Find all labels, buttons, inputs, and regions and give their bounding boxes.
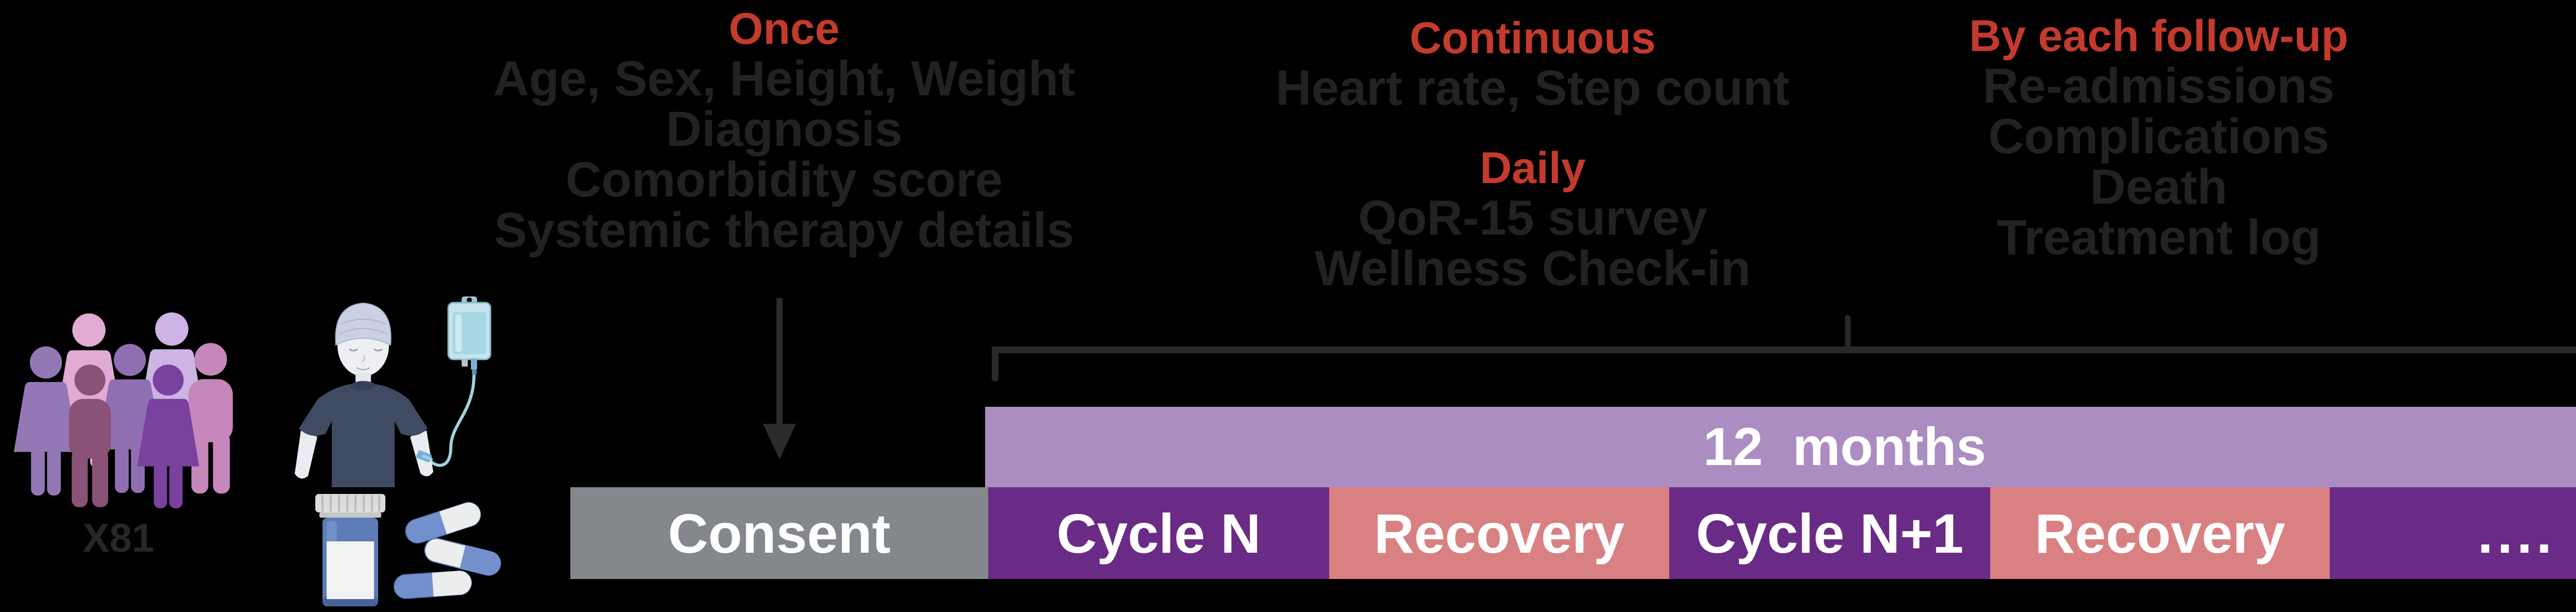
once-heading: Once	[728, 4, 840, 54]
consent-bar: Consent	[570, 487, 988, 579]
timeline-bracket-mid-tick	[1845, 315, 1851, 351]
once-line: Systemic therapy details	[494, 203, 1074, 258]
treatment-segments-row: Cycle N Recovery Cycle N+1 Recovery ....	[988, 487, 2576, 579]
segment-continuation: ....	[2330, 487, 2576, 579]
followup-annotation-block: By each follow-up Re-admissions Complica…	[1772, 11, 2545, 263]
continuous-daily-annotation-block: Continuous Heart rate, Step count Daily …	[1224, 13, 1842, 294]
consent-label: Consent	[668, 502, 891, 565]
cohort-size-label: X81	[82, 515, 155, 560]
capsules-icon	[394, 502, 501, 599]
followup-line: Death	[2090, 159, 2228, 214]
segment-recovery-2: Recovery	[1990, 487, 2330, 579]
followup-heading: By each follow-up	[1969, 11, 2348, 61]
daily-line: Wellness Check-in	[1314, 241, 1751, 296]
patient-group-icon	[11, 291, 246, 510]
continuous-line: Heart rate, Step count	[1276, 60, 1790, 115]
iv-bag-icon	[427, 296, 492, 467]
followup-line: Treatment log	[1996, 210, 2321, 265]
segment-cycle-n1: Cycle N+1	[1669, 487, 1990, 579]
down-arrow-head-icon	[763, 424, 796, 459]
segment-cycle-n: Cycle N	[988, 487, 1329, 579]
patient-iv-icon	[278, 295, 507, 487]
daily-heading: Daily	[1480, 143, 1586, 193]
timeline-bracket-left-end	[992, 346, 998, 382]
pill-bottle-icon	[315, 494, 385, 606]
down-arrow-icon	[776, 298, 783, 424]
followup-line: Complications	[1988, 109, 2329, 164]
twelve-months-bar: 12 months	[985, 407, 2576, 487]
once-line: Diagnosis	[666, 102, 903, 157]
timeline-bracket	[992, 346, 2576, 353]
daily-line: QoR-15 survey	[1358, 190, 1707, 245]
once-line: Comorbidity score	[565, 152, 1003, 207]
continuous-heading: Continuous	[1410, 13, 1656, 63]
followup-line: Re-admissions	[1982, 58, 2335, 113]
medication-icons	[308, 491, 506, 610]
segment-recovery-1: Recovery	[1329, 487, 1669, 579]
once-line: Age, Sex, Height, Weight	[493, 51, 1075, 106]
twelve-months-label: 12 months	[1703, 417, 1986, 477]
once-annotation-block: Once Age, Sex, Height, Weight Diagnosis …	[475, 4, 1093, 256]
